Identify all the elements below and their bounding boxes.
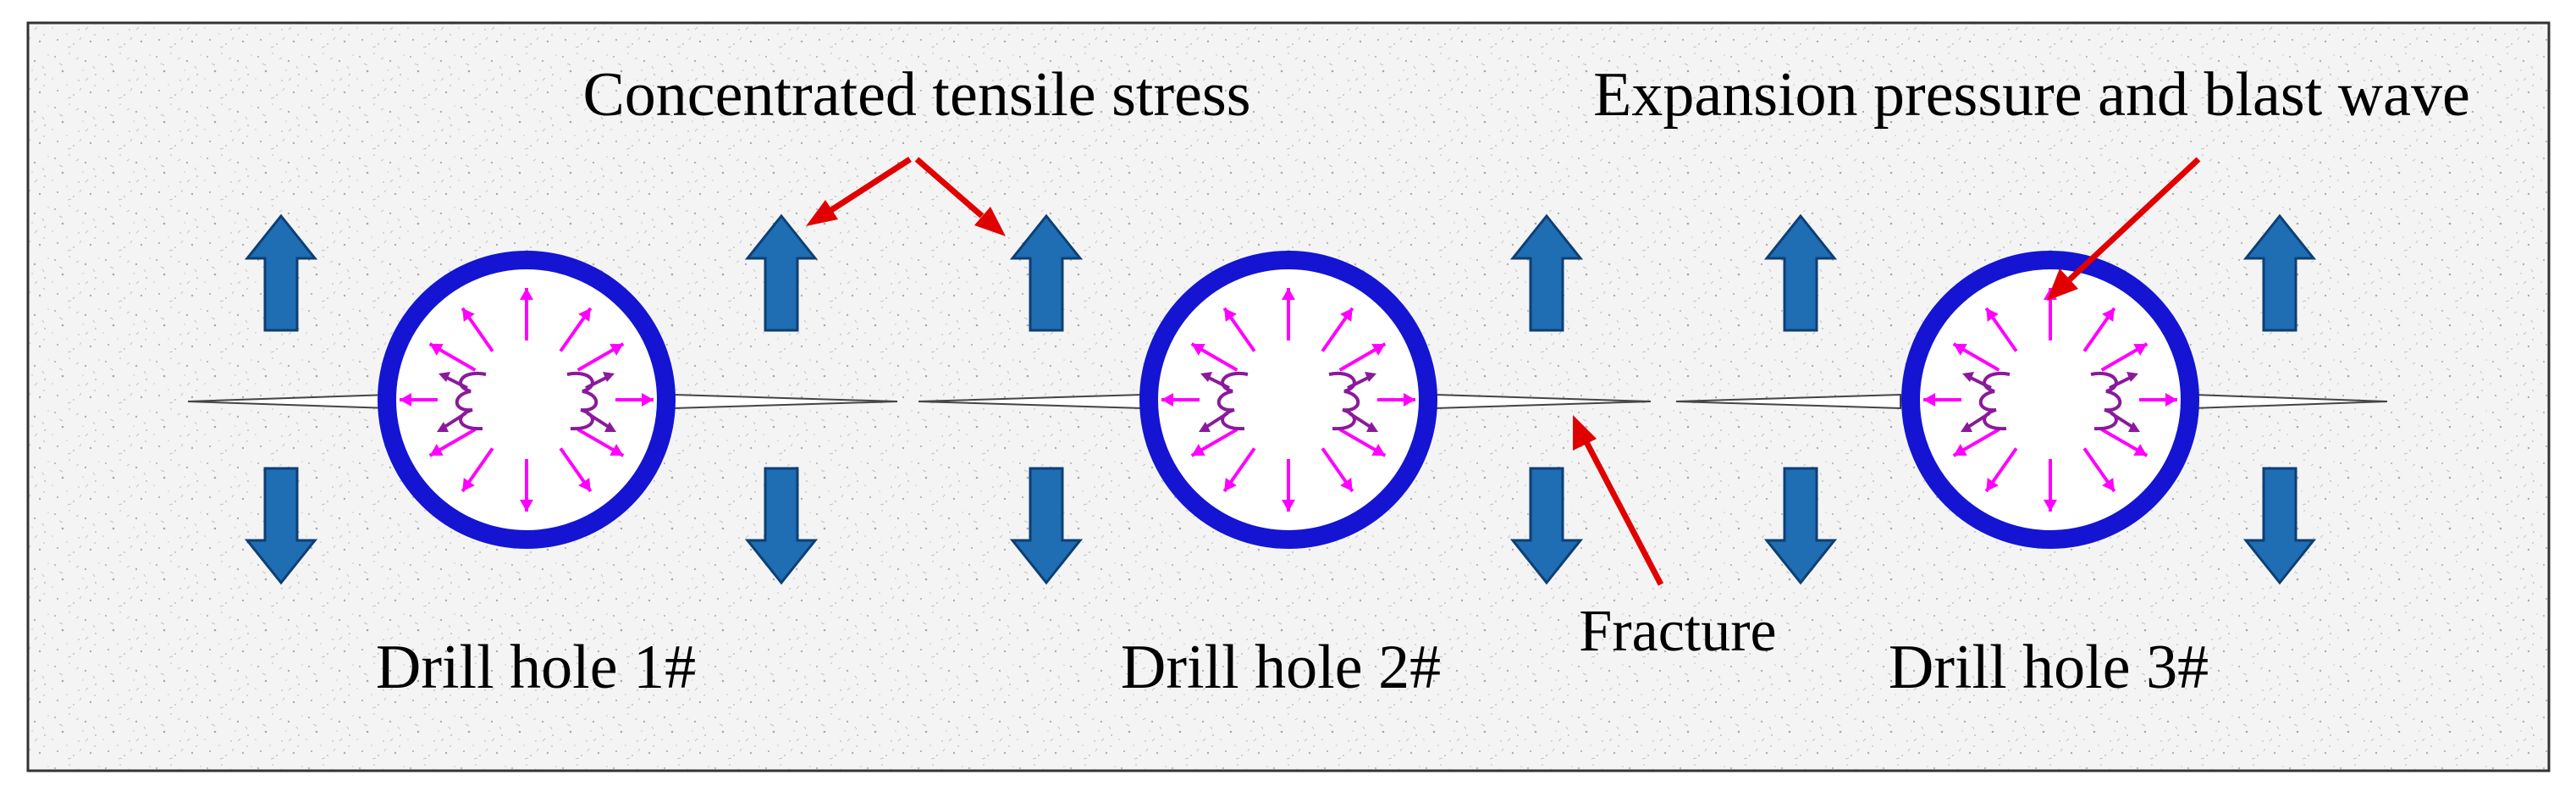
- tensile-arrow-down: [1009, 467, 1084, 585]
- pressure-arrow: [2044, 459, 2057, 512]
- pressure-arrow: [461, 307, 494, 352]
- callout-arrow-expansion: [2067, 157, 2201, 282]
- pressure-arrow: [559, 447, 593, 493]
- pressure-arrow: [1321, 447, 1354, 493]
- pressure-arrow: [2082, 307, 2116, 352]
- pressure-arrow: [1952, 342, 2000, 372]
- pressure-arrow: [1321, 307, 1354, 352]
- borehole-ring: [1901, 251, 2199, 549]
- pressure-arrow: [1338, 428, 1387, 457]
- blast-wave-swirl: [1961, 371, 2011, 432]
- pressure-arrow: [1377, 393, 1415, 407]
- pressure-arrow: [1222, 447, 1256, 493]
- label-drill-hole-3: Drill hole 3#: [1889, 633, 2209, 702]
- callout-arrow-fracture: [1582, 439, 1664, 586]
- pressure-arrow: [1952, 428, 2000, 457]
- pressure-arrow: [520, 459, 533, 512]
- fracture-line: [1675, 393, 1901, 410]
- pressure-arrow: [1984, 447, 2018, 493]
- tensile-stress-arrows: [244, 213, 2317, 585]
- pressure-arrow: [2100, 342, 2149, 372]
- label-expansion-pressure: Expansion pressure and blast wave: [1593, 60, 2470, 130]
- tensile-arrow-down: [2242, 467, 2317, 585]
- pressure-arrow: [1282, 288, 1295, 340]
- pressure-arrow: [615, 393, 654, 407]
- pressure-arrow: [1161, 393, 1200, 407]
- blast-wave-swirl: [1328, 371, 1378, 432]
- pressure-arrow: [2082, 447, 2116, 493]
- tensile-arrow-up: [744, 213, 819, 332]
- callout-arrowhead: [2047, 268, 2078, 301]
- tensile-arrow-up: [1509, 213, 1584, 332]
- tensile-arrow-down: [1763, 467, 1838, 585]
- pressure-arrow: [1923, 393, 1961, 407]
- pressure-arrow: [2139, 393, 2177, 407]
- drill-hole-2: [1139, 251, 1437, 549]
- callout-arrows: [806, 157, 2201, 586]
- pressure-arrow: [1190, 342, 1238, 372]
- pressure-arrow: [576, 342, 625, 372]
- callout-arrowhead: [974, 207, 1006, 236]
- pressure-arrow: [559, 307, 593, 352]
- tensile-arrow-up: [1763, 213, 1838, 332]
- tensile-arrow-up: [1009, 213, 1084, 332]
- pressure-arrow: [461, 447, 494, 493]
- label-drill-hole-1: Drill hole 1#: [376, 633, 696, 702]
- blast-wave-swirl: [2090, 371, 2140, 432]
- tensile-arrow-up: [244, 213, 318, 332]
- pressure-arrow: [1338, 342, 1387, 372]
- pressure-arrow: [428, 428, 477, 457]
- borehole-ring: [1139, 251, 1437, 549]
- fracture-lines: [187, 393, 2388, 410]
- blast-wave-swirl: [566, 371, 616, 432]
- label-concentrated-tensile-stress: Concentrated tensile stress: [582, 60, 1250, 130]
- pressure-arrow: [400, 393, 438, 407]
- pressure-arrow: [1222, 307, 1256, 352]
- callout-arrowhead: [806, 200, 838, 226]
- label-drill-hole-2: Drill hole 2#: [1121, 633, 1441, 702]
- tensile-arrow-down: [244, 467, 318, 585]
- pressure-arrow: [2100, 428, 2149, 457]
- pressure-arrow: [428, 342, 477, 372]
- pressure-arrow: [520, 288, 533, 340]
- pressure-arrow: [1282, 459, 1295, 512]
- pressure-arrow: [576, 428, 625, 457]
- borehole-ring: [378, 251, 676, 549]
- label-fracture: Fracture: [1579, 599, 1776, 664]
- blast-wave-swirl: [437, 371, 487, 432]
- tensile-arrow-down: [1509, 467, 1584, 585]
- drill-hole-3: [1901, 251, 2199, 549]
- callout-arrowhead: [1573, 415, 1597, 451]
- callout-arrow-tensile-right: [914, 157, 985, 219]
- pressure-arrow: [1984, 307, 2018, 352]
- drill-hole-1: [378, 251, 676, 549]
- tensile-arrow-up: [2242, 213, 2317, 332]
- blast-wave-swirl: [1199, 371, 1249, 432]
- pressure-arrow: [1190, 428, 1238, 457]
- callout-arrow-tensile-left: [830, 157, 912, 213]
- tensile-arrow-down: [744, 467, 819, 585]
